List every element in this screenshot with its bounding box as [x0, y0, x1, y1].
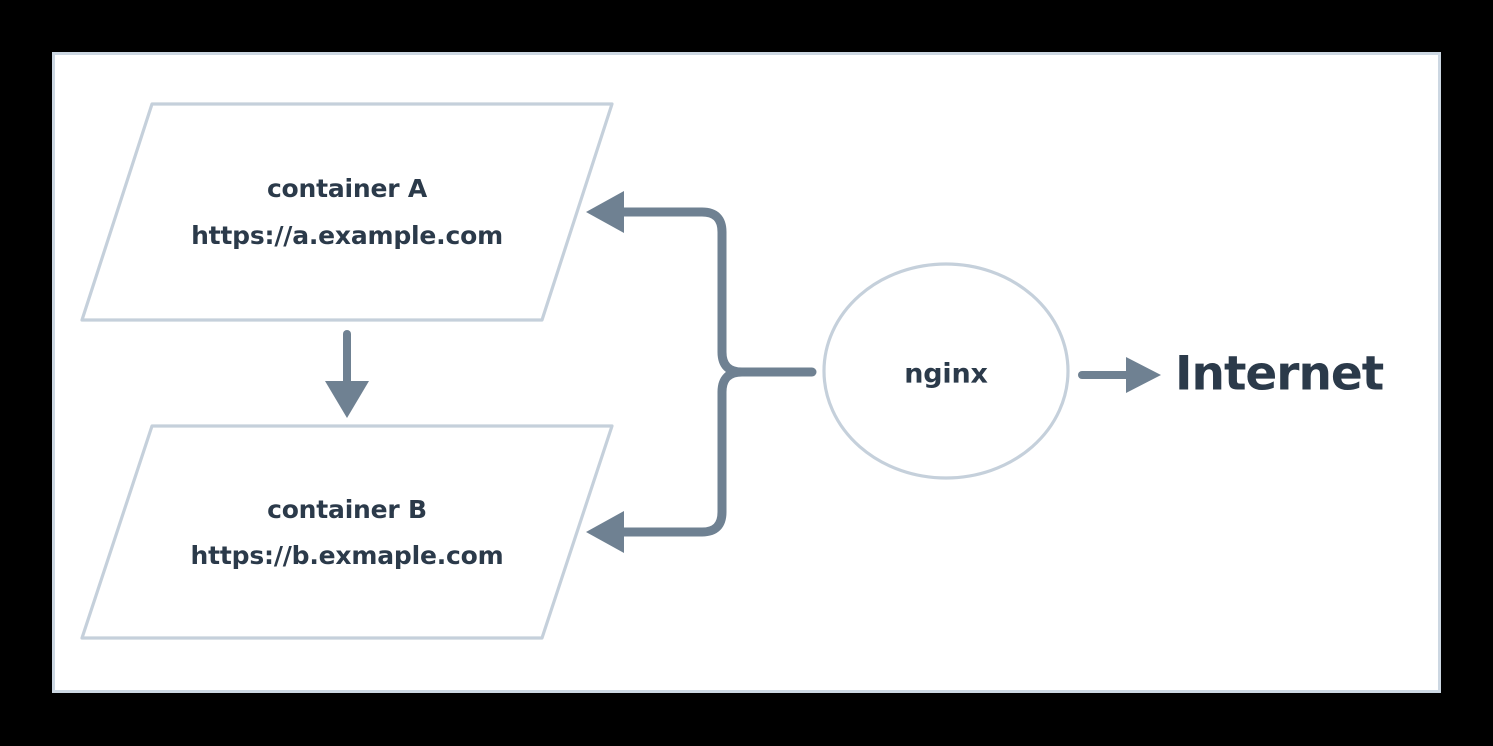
arrowhead-container-a — [586, 191, 624, 233]
arrowhead-internet — [1126, 357, 1161, 393]
container-b-url: https://b.exmaple.com — [191, 541, 504, 570]
nginx-shape — [822, 262, 1070, 480]
connector-nginx-to-internet — [1078, 357, 1161, 393]
connector-nginx-branch — [586, 191, 817, 553]
node-nginx[interactable]: nginx — [822, 262, 1070, 480]
container-a-url: https://a.example.com — [191, 221, 503, 250]
connector-container-a-to-container-b — [325, 330, 369, 418]
container-b-title: container B — [267, 495, 427, 524]
arrowhead-a-to-b — [325, 381, 369, 418]
node-container-a[interactable]: container A https://a.example.com — [80, 102, 614, 322]
container-a-title: container A — [267, 174, 428, 203]
internet-label: Internet — [1175, 347, 1384, 402]
nginx-label: nginx — [904, 359, 987, 390]
connector-nginx-to-container-a — [603, 207, 747, 377]
container-a-shape — [80, 102, 614, 322]
connector-nginx-to-container-b — [603, 367, 747, 537]
node-container-b[interactable]: container B https://b.exmaple.com — [80, 424, 614, 640]
arrowhead-container-b — [586, 511, 624, 553]
container-b-shape — [80, 424, 614, 640]
